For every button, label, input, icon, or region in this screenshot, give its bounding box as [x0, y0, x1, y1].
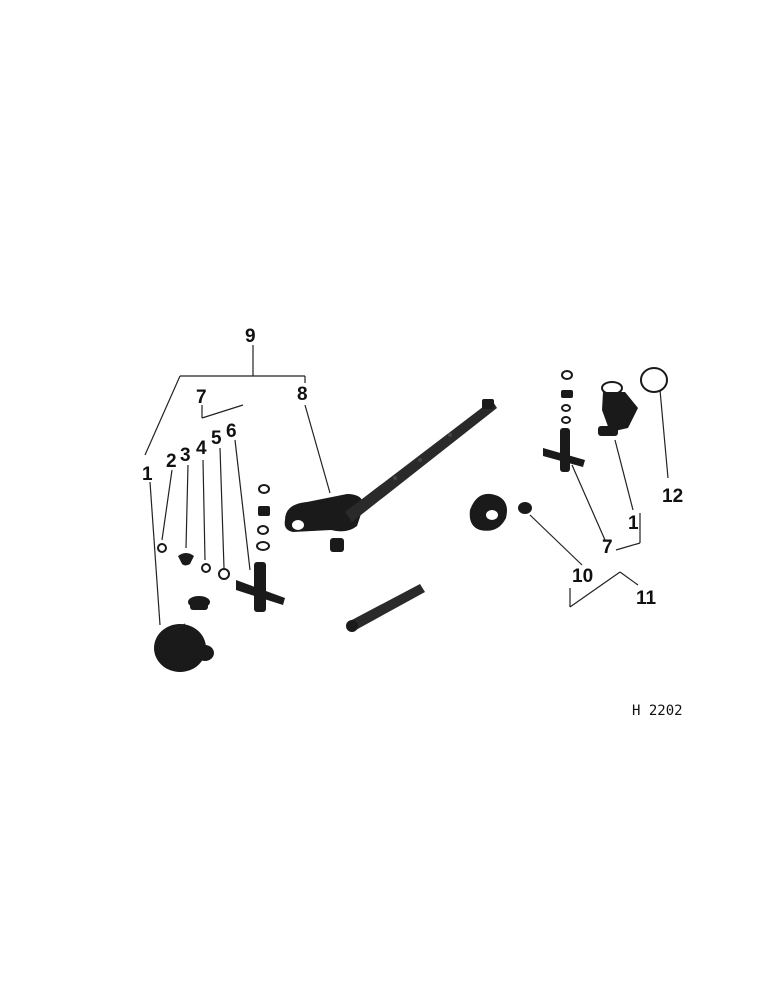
callouts: 9 8 7 6 5 4 3 2 1 12 1 7 10 11 [142, 326, 683, 609]
leader-11-right [619, 571, 639, 586]
callout-8: 8 [297, 384, 308, 405]
callout-5: 5 [211, 428, 222, 449]
upper-rod [345, 399, 497, 522]
callout-10: 10 [572, 566, 593, 587]
leader-lines [144, 345, 669, 626]
washer-4 [201, 563, 211, 573]
right-housing-part [598, 381, 638, 436]
callout-1-right: 1 [628, 513, 639, 534]
housing-part [154, 596, 214, 672]
right-bracket-part [469, 493, 532, 531]
leader-6 [234, 439, 251, 571]
callout-3: 3 [180, 445, 191, 466]
leader-1b [614, 439, 634, 511]
callout-1: 1 [142, 464, 153, 485]
ring-5 [218, 568, 230, 580]
leader-10 [529, 514, 583, 566]
leader-4 [202, 459, 206, 561]
right-seal-stack [561, 370, 573, 424]
right-cross-part [543, 428, 585, 472]
leader-7a-bar [201, 404, 244, 419]
leader-9-left [144, 375, 181, 456]
callout-4: 4 [196, 438, 207, 459]
callout-2: 2 [166, 451, 177, 472]
lower-rod [346, 584, 425, 632]
callout-12: 12 [662, 486, 683, 507]
leader-12 [659, 389, 669, 479]
leader-8 [304, 404, 331, 494]
leader-2 [161, 469, 173, 541]
reference-code: H 2202 [632, 703, 683, 719]
ring-12 [640, 367, 668, 393]
leader-7b [571, 464, 606, 541]
leader-7b-join [615, 542, 641, 551]
arm-part [284, 494, 364, 552]
leader-11-bar [569, 571, 621, 608]
part-3 [178, 553, 194, 566]
cross-shaft-part [236, 562, 285, 612]
leader-3 [185, 464, 189, 549]
parts [154, 367, 668, 672]
seal-stack [256, 484, 270, 551]
callout-7: 7 [196, 387, 207, 408]
callout-6: 6 [226, 421, 237, 442]
callout-9: 9 [245, 326, 256, 347]
callout-11: 11 [636, 588, 657, 609]
leader-1 [149, 481, 161, 626]
washer-2 [157, 543, 167, 553]
callout-7-right: 7 [602, 537, 613, 558]
leader-5 [219, 447, 225, 569]
